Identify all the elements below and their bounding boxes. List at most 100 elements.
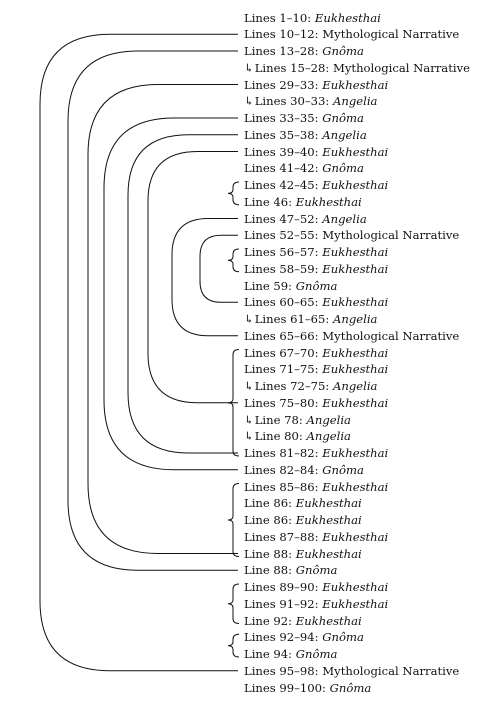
speech-type: Eukhesthai — [295, 496, 362, 511]
line-entry: Lines 75–80: Eukhesthai — [244, 396, 388, 410]
speech-type: Gnôma — [322, 111, 364, 125]
line-range: Lines 72–75: — [254, 379, 330, 393]
speech-type: Eukhesthai — [322, 596, 389, 611]
line-range: Lines 41–42: — [244, 161, 319, 176]
line-range: Lines 82–84: — [244, 462, 319, 477]
speech-type: Eukhesthai — [295, 546, 362, 561]
line-range: Line 46: — [244, 194, 293, 209]
line-entry: Line 46: Eukhesthai — [244, 195, 362, 209]
line-range: Lines 47–52: — [244, 211, 319, 226]
nesting-arc — [39, 33, 238, 672]
line-entry: ↳Lines 61–65: Angelia — [244, 312, 377, 326]
speech-type: Angelia — [306, 412, 351, 427]
nesting-arc — [127, 134, 238, 454]
line-range: Lines 1–10: — [244, 10, 312, 25]
line-entry: ↳Lines 15–28: Mythological Narrative — [244, 61, 470, 75]
speech-type: Gnôma — [295, 563, 338, 578]
line-range: Lines 29–33: — [244, 77, 319, 92]
line-entry: Line 92: Eukhesthai — [244, 614, 362, 628]
line-range: Lines 99–100: — [244, 680, 326, 695]
speech-type: Eukhesthai — [295, 513, 362, 527]
sub-arrow-icon: ↳ — [244, 379, 254, 393]
line-entry: Lines 56–57: Eukhesthai — [244, 245, 388, 259]
sub-arrow-icon: ↳ — [244, 312, 254, 326]
speech-type: Gnôma — [322, 161, 364, 176]
line-range: Lines 92–94: — [244, 630, 319, 645]
speech-type: Mythological Narrative — [322, 663, 460, 678]
line-entry: Line 86: Eukhesthai — [244, 496, 362, 510]
line-entry: ↳Lines 30–33: Angelia — [244, 94, 377, 108]
speech-type: Mythological Narrative — [322, 228, 460, 243]
line-entry: Lines 87–88: Eukhesthai — [244, 530, 388, 544]
line-entry: Lines 95–98: Mythological Narrative — [244, 664, 459, 678]
group-brace — [227, 349, 240, 457]
line-entry: Lines 41–42: Gnôma — [244, 161, 364, 175]
nesting-arc — [87, 84, 238, 554]
line-entry: ↳Line 78: Angelia — [244, 413, 351, 427]
speech-type: Angelia — [333, 312, 378, 326]
sub-arrow-icon: ↳ — [244, 412, 254, 427]
speech-type: Mythological Narrative — [322, 27, 460, 42]
sub-arrow-icon: ↳ — [244, 60, 254, 75]
nesting-arc — [171, 218, 238, 337]
line-range: Lines 85–86: — [244, 479, 319, 494]
line-range: Lines 81–82: — [244, 446, 319, 460]
line-entry: Lines 47–52: Angelia — [244, 212, 367, 226]
speech-type: Eukhesthai — [322, 395, 389, 410]
line-entry: Line 86: Eukhesthai — [244, 513, 362, 527]
speech-type: Gnôma — [329, 680, 372, 695]
line-entry: Lines 39–40: Eukhesthai — [244, 145, 388, 159]
speech-type: Eukhesthai — [322, 245, 389, 259]
line-entry: Line 88: Gnôma — [244, 563, 337, 577]
line-range: Lines 75–80: — [244, 395, 319, 410]
line-entry: Lines 81–82: Eukhesthai — [244, 446, 388, 460]
speech-type: Eukhesthai — [314, 10, 381, 25]
line-entry: ↳Line 80: Angelia — [244, 429, 351, 443]
line-range: Lines 56–57: — [244, 245, 319, 259]
line-range: Line 86: — [244, 513, 293, 527]
speech-type: Eukhesthai — [322, 446, 389, 460]
line-entry: Lines 42–45: Eukhesthai — [244, 178, 388, 192]
nesting-arc — [103, 117, 238, 471]
speech-type: Angelia — [306, 429, 351, 444]
line-entry: Lines 10–12: Mythological Narrative — [244, 27, 459, 41]
line-range: Lines 39–40: — [244, 144, 319, 159]
line-range: Lines 13–28: — [244, 44, 319, 58]
line-range: Lines 30–33: — [254, 94, 330, 109]
line-range: Line 86: — [244, 496, 293, 511]
line-range: Lines 71–75: — [244, 362, 319, 377]
speech-type: Mythological Narrative — [322, 328, 460, 343]
line-range: Line 88: — [244, 546, 293, 561]
speech-type: Eukhesthai — [295, 194, 362, 209]
line-range: Lines 33–35: — [244, 111, 319, 125]
line-entry: Lines 60–65: Eukhesthai — [244, 295, 388, 309]
line-range: Line 78: — [254, 412, 303, 427]
line-range: Lines 65–66: — [244, 328, 319, 343]
line-range: Lines 61–65: — [254, 312, 330, 326]
line-range: Line 59: — [244, 278, 293, 293]
nesting-arc — [67, 50, 238, 571]
line-entry: Lines 13–28: Gnôma — [244, 44, 364, 58]
speech-type: Eukhesthai — [322, 580, 389, 594]
speech-type: Mythological Narrative — [333, 60, 470, 75]
sub-arrow-icon: ↳ — [244, 429, 254, 444]
line-range: Lines 42–45: — [244, 178, 319, 192]
line-entry: Lines 89–90: Eukhesthai — [244, 580, 388, 594]
line-range: Lines 52–55: — [244, 228, 319, 243]
line-entry: ↳Lines 72–75: Angelia — [244, 379, 377, 393]
line-entry: Lines 33–35: Gnôma — [244, 111, 364, 125]
line-range: Lines 91–92: — [244, 596, 319, 611]
speech-type: Eukhesthai — [322, 144, 389, 159]
speech-type: Eukhesthai — [322, 345, 389, 360]
line-range: Lines 15–28: — [254, 60, 330, 75]
line-entry: Line 59: Gnôma — [244, 279, 337, 293]
speech-type: Eukhesthai — [322, 77, 389, 92]
line-range: Line 94: — [244, 647, 293, 661]
nesting-arc — [147, 151, 238, 404]
speech-type: Gnôma — [322, 462, 364, 477]
line-entry: Lines 99–100: Gnôma — [244, 681, 371, 695]
line-entry: Lines 85–86: Eukhesthai — [244, 480, 388, 494]
